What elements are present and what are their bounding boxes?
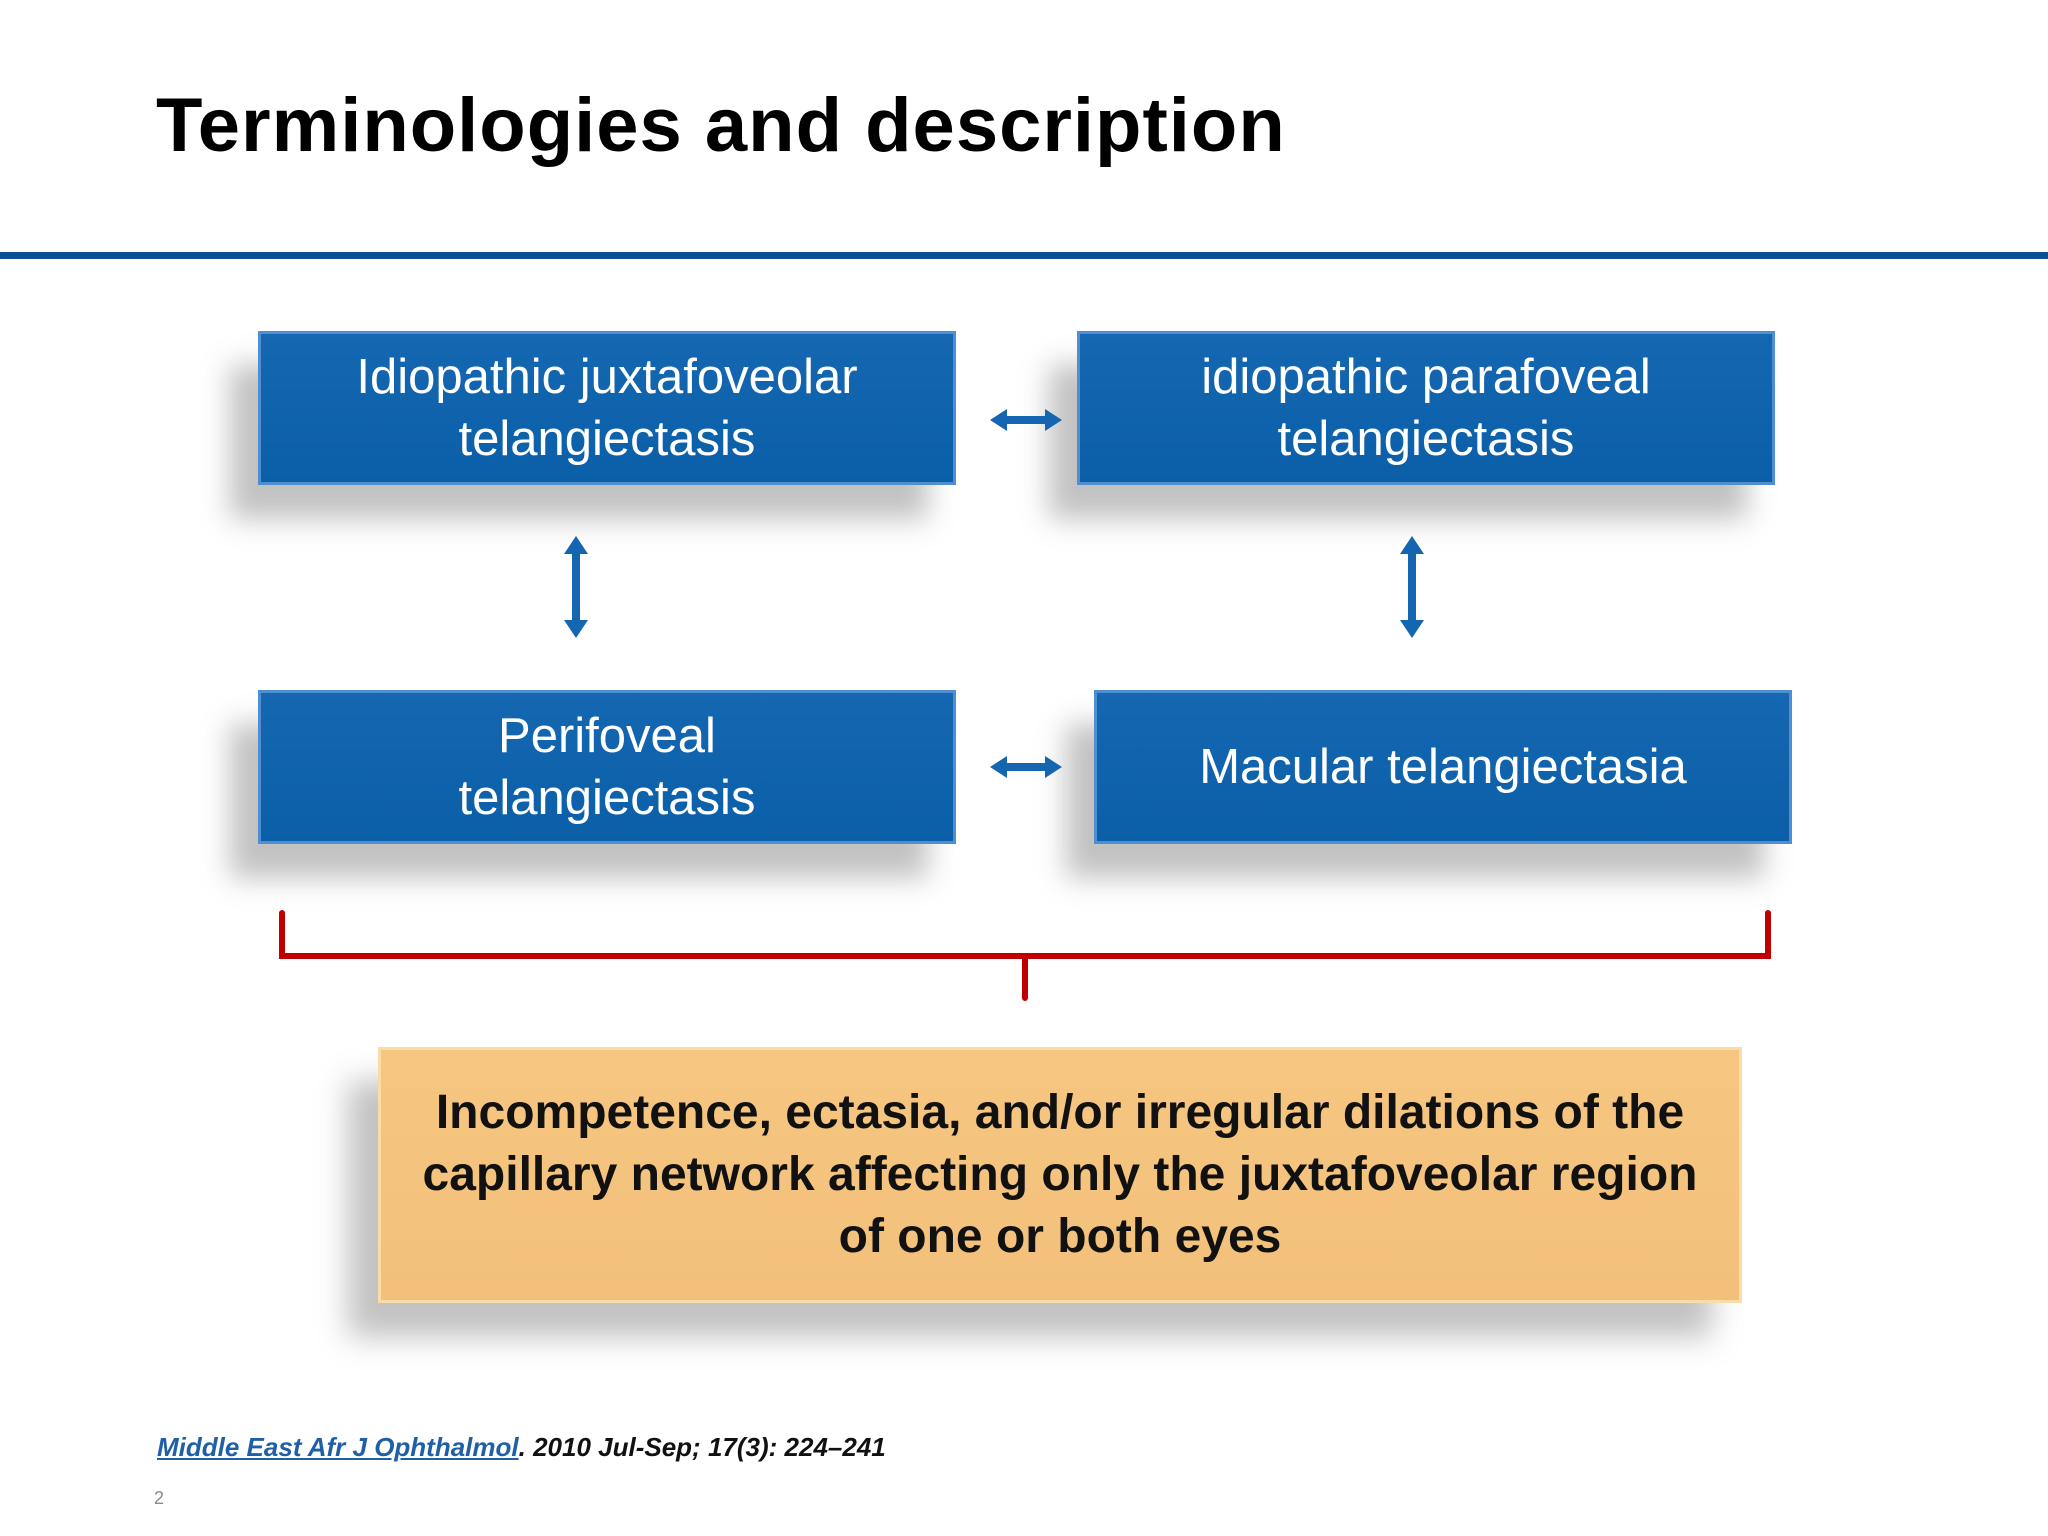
page-number: 2 xyxy=(154,1488,165,1508)
double-arrow-vertical-icon xyxy=(1400,536,1424,638)
summary-box: Incompetence, ectasia, and/or irregular … xyxy=(378,1047,1742,1303)
term-label-line: telangiectasis xyxy=(458,771,756,825)
citation: Middle East Afr J Ophthalmol. 2010 Jul-S… xyxy=(157,1432,886,1463)
summary-text: Incompetence, ectasia, and/or irregular … xyxy=(422,1086,1698,1263)
term-box-parafoveal: idiopathic parafoveal telangiectasis xyxy=(1077,331,1775,485)
citation-journal-link[interactable]: Middle East Afr J Ophthalmol xyxy=(157,1432,519,1462)
page-title: Terminologies and description xyxy=(156,83,1286,168)
term-label-line: telangiectasis xyxy=(1277,412,1575,466)
grouping-bracket xyxy=(279,910,1771,1001)
term-label-line: idiopathic parafoveal xyxy=(1201,350,1651,404)
double-arrow-vertical-icon xyxy=(564,536,588,638)
term-box-perifoveal: Perifoveal telangiectasis xyxy=(258,690,956,844)
term-label-line: Perifoveal xyxy=(498,709,716,763)
term-label-line: telangiectasis xyxy=(458,412,756,466)
title-divider xyxy=(0,252,2048,259)
double-arrow-horizontal-icon xyxy=(990,756,1062,778)
term-label-line: Macular telangiectasia xyxy=(1199,740,1687,794)
term-label-line: Idiopathic juxtafoveolar xyxy=(356,350,858,404)
double-arrow-horizontal-icon xyxy=(990,409,1062,431)
term-box-juxtafoveolar: Idiopathic juxtafoveolar telangiectasis xyxy=(258,331,956,485)
citation-details: . 2010 Jul-Sep; 17(3): 224–241 xyxy=(518,1432,886,1462)
term-box-macular: Macular telangiectasia xyxy=(1094,690,1792,844)
